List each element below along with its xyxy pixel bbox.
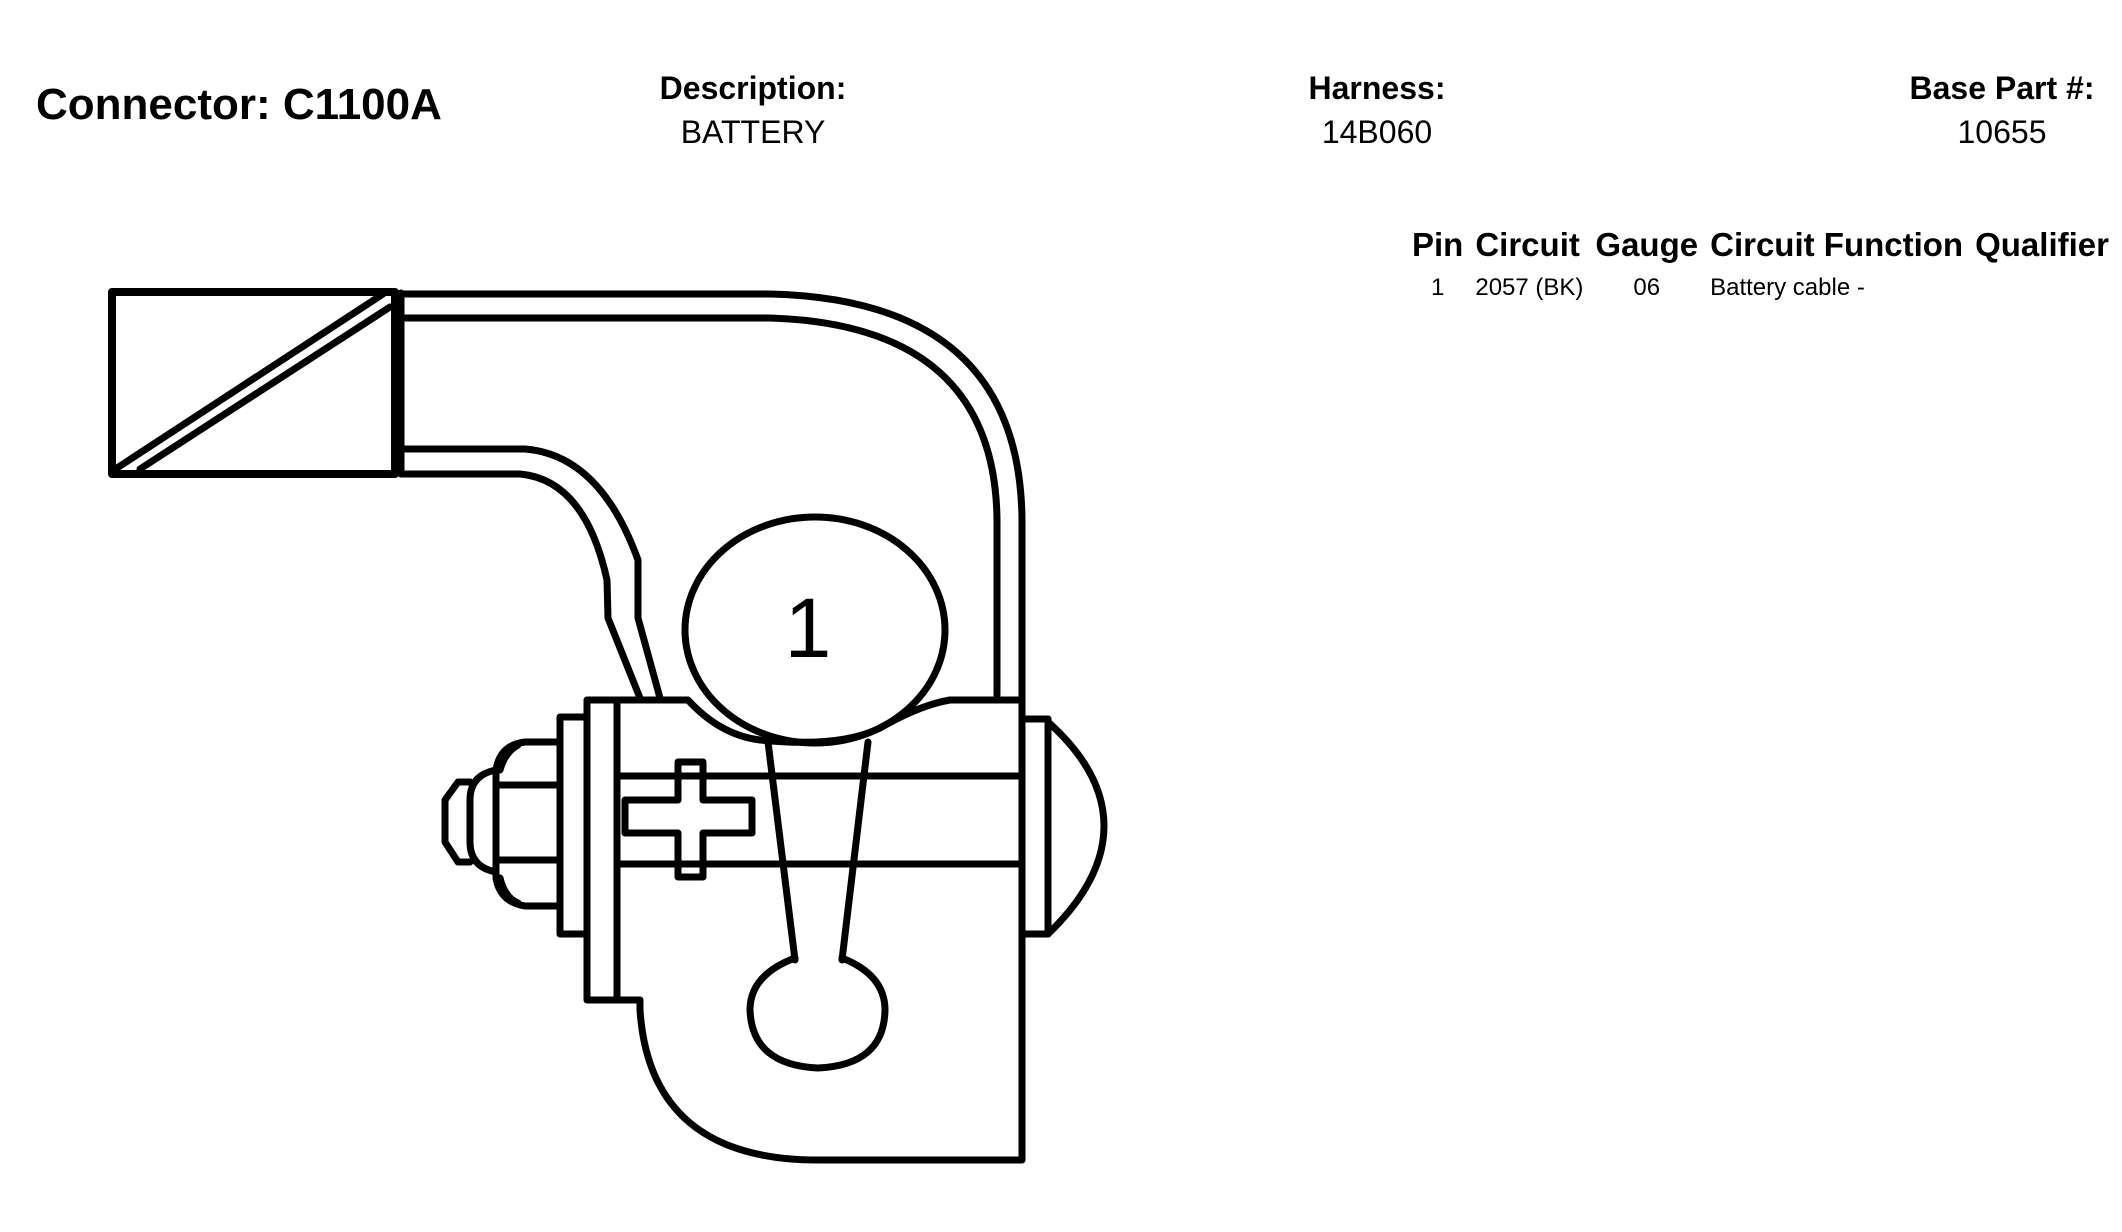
column-header-circuit: Circuit	[1475, 226, 1580, 263]
harness-value: 14B060	[1321, 114, 1433, 150]
pin-cavity: 1	[681, 513, 949, 747]
table-row: 1 2057 (BK) 06 Battery cable -	[1412, 274, 2121, 302]
pin-label: 1	[785, 581, 832, 675]
bolt-shaft	[613, 772, 1026, 868]
column-header-pin: Pin	[1412, 226, 1464, 263]
base-part-value: 10655	[1957, 114, 2047, 150]
column-header-gauge: Gauge	[1595, 226, 1699, 263]
cable-end	[108, 288, 405, 478]
description-value: BATTERY	[680, 114, 826, 150]
pin-table-header-row: Pin Circuit Gauge Circuit Function Quali…	[1412, 226, 2121, 274]
connector-title: Connector: C1100A	[36, 80, 442, 129]
nut	[441, 738, 564, 910]
harness-label: Harness:	[1308, 70, 1446, 106]
pin-table: Pin Circuit Gauge Circuit Function Quali…	[1412, 226, 2121, 302]
cell-circuit: 2057 (BK)	[1475, 274, 1584, 301]
plus-screw	[621, 758, 756, 881]
base-part-label: Base Part #:	[1909, 70, 2095, 106]
upper-strap	[391, 290, 1026, 704]
terminal-body	[556, 696, 1108, 1164]
cell-gauge: 06	[1633, 274, 1661, 301]
column-header-qualifier: Qualifier	[1975, 226, 2109, 263]
lever-arm	[746, 738, 889, 1072]
cell-pin: 1	[1430, 274, 1445, 301]
cell-circuit-function: Battery cable -	[1710, 274, 1865, 301]
description-label: Description:	[659, 70, 847, 106]
column-header-circuit-function: Circuit Function	[1710, 226, 1964, 263]
lower-strap	[397, 445, 664, 702]
